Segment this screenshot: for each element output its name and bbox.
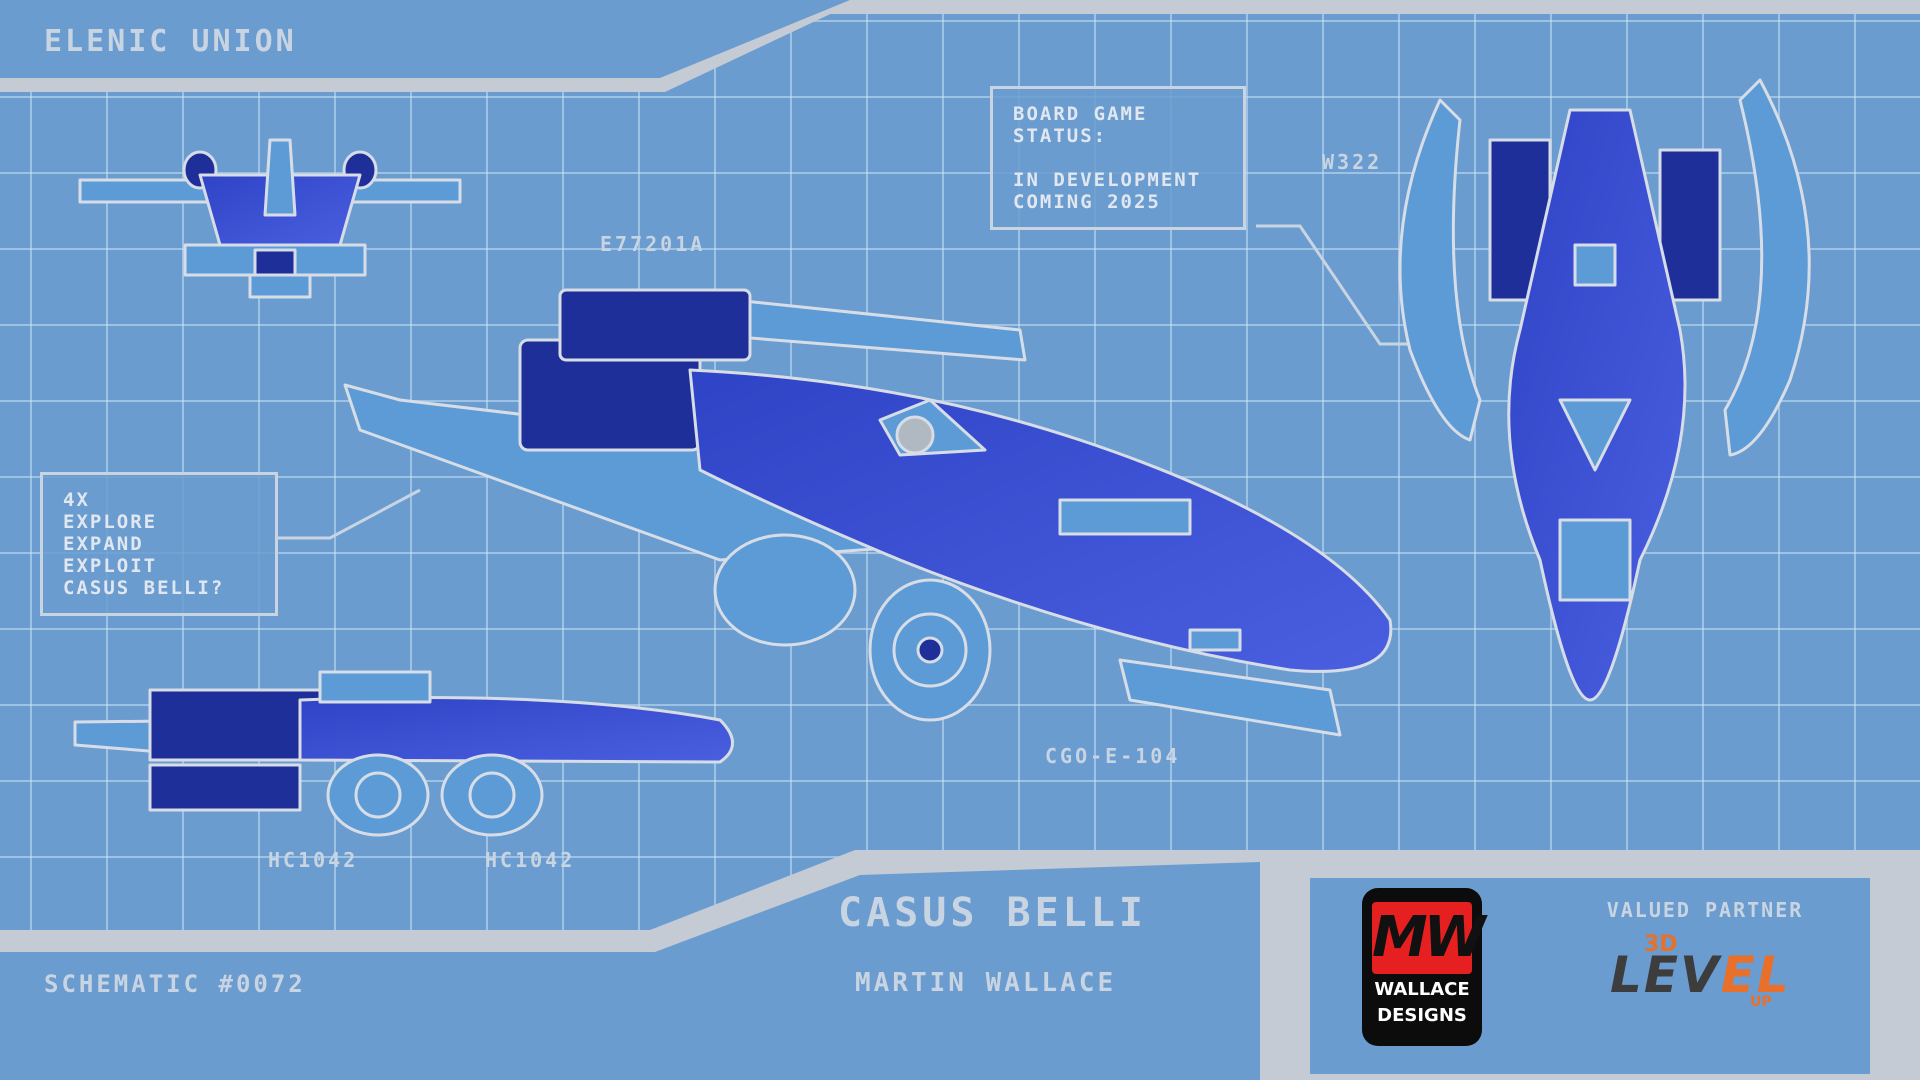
designation-wheel-right: HC1042 [485, 848, 576, 872]
schematic-number: SCHEMATIC #0072 [44, 970, 306, 998]
level-up-word-b: EL [1720, 946, 1791, 1004]
footer-border [0, 850, 1260, 952]
level-up-word-a: LEV [1610, 946, 1721, 1004]
status-box: BOARD GAME STATUS: IN DEVELOPMENT COMING… [990, 86, 1246, 230]
feature-line: EXPLORE [63, 511, 158, 533]
status-line: IN DEVELOPMENT [1013, 169, 1202, 191]
status-callout-line [1256, 224, 1420, 346]
level-up-prefix: 3D [1644, 932, 1678, 957]
game-title: CASUS BELLI [838, 890, 1147, 936]
wallace-designs-logo: MW WALLACE DESIGNS [1362, 888, 1486, 1046]
header-border [0, 0, 860, 92]
faction-title: ELENIC UNION [44, 24, 297, 59]
ship-top-view [1398, 78, 1811, 702]
feature-line: 4X [63, 489, 90, 511]
designation-main-view: E77201A [600, 232, 706, 256]
feature-line: EXPLOIT [63, 555, 158, 577]
features-callout-line [276, 488, 421, 540]
header-panel [0, 0, 850, 78]
feature-line: EXPAND [63, 533, 144, 555]
features-box: 4X EXPLORE EXPAND EXPLOIT CASUS BELLI? [40, 472, 278, 616]
status-line: STATUS: [1013, 125, 1108, 147]
logo-name-line1: WALLACE [1374, 979, 1470, 1000]
designation-rear: CGO-E-104 [1045, 744, 1181, 768]
designation-wheel-left: HC1042 [268, 848, 359, 872]
top-strip [830, 0, 1920, 14]
ship-front-view [78, 138, 462, 299]
ship-main-view [343, 288, 1393, 737]
designation-top-view: W322 [1322, 150, 1383, 174]
ship-side-view [73, 670, 734, 837]
logo-mark: MW [1372, 902, 1486, 974]
level-up-wordmark: LEVEL [1610, 946, 1791, 1004]
level-up-logo: 3D LEVEL UP [1600, 932, 1840, 1012]
partner-label: VALUED PARTNER [1606, 898, 1804, 922]
status-line: BOARD GAME [1013, 103, 1148, 125]
footer-panel [0, 862, 1260, 1080]
logo-name-line2: DESIGNS [1377, 1005, 1467, 1026]
status-line: COMING 2025 [1013, 191, 1161, 213]
designer-name: MARTIN WALLACE [855, 968, 1117, 998]
feature-line: CASUS BELLI? [63, 577, 225, 599]
status-line [1013, 147, 1223, 169]
level-up-sub: UP [1750, 994, 1772, 1010]
